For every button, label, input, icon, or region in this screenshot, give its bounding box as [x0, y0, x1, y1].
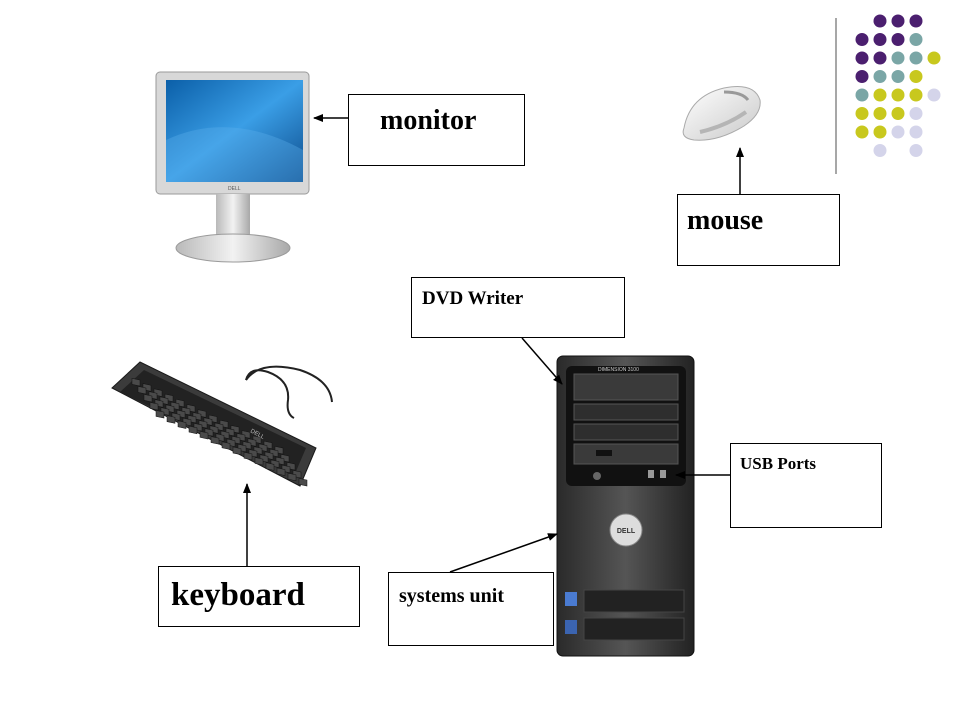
decorative-dot — [909, 14, 923, 28]
decorative-dot — [855, 125, 869, 139]
usb-ports-label: USB Ports — [730, 443, 882, 528]
keyboard-key — [265, 462, 275, 471]
decorative-dot — [891, 33, 905, 46]
keyboard-key — [298, 478, 308, 487]
keyboard-key — [199, 431, 209, 440]
decorative-dot — [873, 70, 887, 83]
decorative-dot — [909, 88, 923, 102]
decorative-dot — [873, 33, 887, 46]
mouse-image — [682, 86, 761, 141]
keyboard-key — [143, 394, 153, 403]
decorative-dot — [891, 70, 905, 83]
decorative-dot — [891, 107, 905, 120]
tower-model-text: DIMENSION 3100 — [598, 367, 639, 373]
keyboard-key — [166, 415, 176, 424]
decorative-dot — [873, 51, 887, 65]
keyboard-key — [137, 386, 147, 395]
systems-unit-arrow — [449, 533, 558, 573]
keyboard-key — [177, 420, 187, 429]
decorative-dot — [873, 14, 887, 28]
keyboard-key — [188, 425, 198, 435]
decorative-dot — [909, 144, 923, 157]
keyboard-key — [232, 446, 242, 455]
keyboard-key — [210, 436, 220, 445]
decorative-dot — [891, 88, 905, 102]
decorative-dot — [855, 51, 869, 65]
tower-badge: DELL — [617, 528, 636, 535]
mouse-label: mouse — [677, 194, 840, 266]
decorative-dot — [873, 88, 887, 102]
decorative-dot — [855, 88, 869, 102]
decorative-dot — [891, 51, 905, 65]
monitor-label: monitor — [348, 94, 525, 166]
decorative-dot — [873, 107, 887, 120]
decorative-dot — [909, 70, 923, 83]
keyboard-key — [131, 378, 141, 387]
tower-image: DIMENSION 3100 DELL — [556, 355, 695, 657]
dvd-writer-arrow — [521, 337, 563, 385]
keyboard-key — [149, 402, 159, 411]
decorative-dot — [855, 33, 869, 46]
keyboard-key — [276, 467, 286, 476]
keyboard-key — [155, 410, 165, 419]
decorative-dot — [909, 125, 923, 139]
keyboard-key — [287, 472, 297, 482]
decorative-dot — [909, 107, 923, 120]
monitor-badge: DELL — [228, 186, 241, 192]
decorative-dot — [855, 70, 869, 83]
keyboard-image: DELL — [111, 361, 333, 487]
keyboard-label: keyboard — [158, 566, 360, 627]
decorative-dot — [891, 14, 905, 28]
systems-unit-label: systems unit — [388, 572, 554, 646]
keyboard-key — [254, 457, 264, 466]
decorative-dot — [855, 107, 869, 120]
decorative-dot — [873, 144, 887, 157]
monitor-image: DELL — [155, 71, 310, 263]
decorative-dot — [927, 51, 941, 65]
decorative-dot-grid — [855, 14, 941, 157]
decorative-dot — [909, 33, 923, 46]
dvd-writer-label: DVD Writer — [411, 277, 625, 338]
decorative-dot — [927, 88, 941, 102]
decorative-dot — [909, 51, 923, 65]
keyboard-keys — [131, 378, 308, 487]
keyboard-key — [243, 451, 253, 461]
decorative-dot — [891, 125, 905, 139]
keyboard-key — [221, 441, 231, 450]
decorative-dot — [873, 125, 887, 139]
